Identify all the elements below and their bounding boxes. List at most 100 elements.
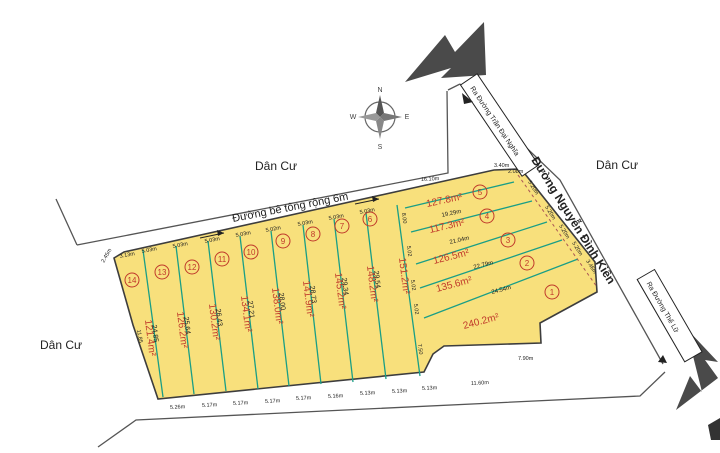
lot-8-number: 8 <box>311 230 316 239</box>
road-direction-arrow-top <box>405 22 486 82</box>
lot-11-circle <box>214 251 230 267</box>
lot-13-depth: 25.64 <box>182 316 191 334</box>
compass-rose-icon: N S E W <box>350 87 410 151</box>
dim-inner-1: 5.02 <box>405 246 412 257</box>
lot-8-depth: 29.34 <box>340 277 349 295</box>
compass-s-label: S <box>378 144 383 151</box>
lot-4-depth: 21.04m <box>449 236 470 246</box>
lot-11-number: 11 <box>218 255 227 264</box>
divider-11 <box>410 200 533 233</box>
parcel-area <box>113 168 598 400</box>
concrete-road-left-end <box>55 198 78 246</box>
lot-5-depth: 19.29m <box>441 209 462 219</box>
compass-south <box>376 117 384 139</box>
lot-13-circle <box>154 264 170 280</box>
dim-inner-bottom: 7.50 <box>416 344 423 355</box>
lot-2-circle <box>519 255 535 271</box>
lot-6-circle <box>362 211 378 227</box>
lot-3-depth: 22.79m <box>473 260 494 271</box>
dim-lot6-front: 8.00 <box>400 213 407 224</box>
dim-bottom-8: 5.13m <box>392 388 408 395</box>
lot-2-depth: 24.54m <box>491 285 512 296</box>
lot-10-number: 10 <box>247 248 256 257</box>
dim-left-corner: 2.45m <box>101 247 114 264</box>
arrow-head-1 <box>217 230 224 236</box>
residential-label-left: Dân Cư <box>40 338 82 352</box>
divider-3 <box>207 240 227 392</box>
divider-10 <box>404 181 515 209</box>
lot-11-depth: 27.21 <box>246 300 255 318</box>
dim-bottom-4: 5.17m <box>265 398 281 405</box>
road-box-top-arrow <box>462 93 473 104</box>
dim-top-7: 5.03m <box>297 219 314 228</box>
dim-corner-a: 3.40m <box>494 163 510 169</box>
lot-4-circle <box>479 208 495 224</box>
lot-9-depth: 28.73 <box>308 285 317 303</box>
compass-east <box>380 113 402 121</box>
lot-7-depth: 29.54 <box>372 270 381 288</box>
lot-10-circle <box>243 244 259 260</box>
lot-7-number: 7 <box>340 222 345 231</box>
lot-13-number: 13 <box>158 268 167 277</box>
dim-bottom-7: 5.13m <box>360 390 376 397</box>
divider-12 <box>415 221 548 265</box>
lot-9-area: 141.9m² <box>300 280 315 318</box>
dim-top-8: 5.03m <box>328 213 345 222</box>
compass-n-label: N <box>377 87 382 94</box>
compass-west <box>358 113 380 121</box>
lot-1-circle <box>544 284 560 300</box>
dim-inner-2: 5.02 <box>409 280 416 291</box>
lot-9-number: 9 <box>281 237 286 246</box>
dim-top-2: 5.03m <box>141 246 158 255</box>
divider-6 <box>302 224 322 385</box>
lot-10-depth: 28.00 <box>277 292 286 310</box>
dim-corner-b: 2.08m <box>508 169 524 175</box>
lot-14-circle <box>124 272 140 288</box>
road-box-top: Ra Đường Trần Đại Nghĩa <box>459 73 540 177</box>
dim-top-edge: 16.10m <box>421 176 440 183</box>
lot-12-circle <box>184 259 200 275</box>
lot-1-number: 1 <box>550 288 555 297</box>
lots-left-group: 14 121.4m² 24.85 13 126.2m² 25.64 12 130… <box>124 211 411 357</box>
dim-inner-3: 5.02 <box>412 304 419 315</box>
dim-bottom-5: 5.17m <box>296 395 312 402</box>
bottom-dimensions: 5.26m 5.17m 5.17m 5.17m 5.17m 5.16m 5.13… <box>170 356 534 411</box>
dim-top-3: 5.03m <box>172 241 189 250</box>
lot-3-number: 3 <box>506 236 511 245</box>
lot-4-number: 4 <box>485 212 490 221</box>
dim-top-9: 5.03m <box>359 207 376 216</box>
lot-14-number: 14 <box>128 276 137 285</box>
lot-11-area: 134.1m² <box>238 295 253 333</box>
corner-mark-icon <box>708 418 720 440</box>
top-dimensions: 3.13m 5.03m 5.03m 5.03m 5.03m 5.02m 5.03… <box>101 163 524 355</box>
lot-9-circle <box>275 233 291 249</box>
road-box-top-rect <box>459 73 540 177</box>
dim-bottom-9: 5.13m <box>422 385 438 392</box>
plot-bottom-road-outline <box>97 371 666 448</box>
lot-7-circle <box>334 218 350 234</box>
lot-2-number: 2 <box>525 259 530 268</box>
divider-9 <box>396 204 421 377</box>
dim-bottom-1: 5.26m <box>170 404 186 411</box>
dim-left-side: 11.85 <box>135 329 143 343</box>
lot-5-circle <box>472 184 488 200</box>
lot-dividers <box>142 181 579 398</box>
dim-top-5: 5.03m <box>235 230 252 239</box>
lot-5-number: 5 <box>478 188 483 197</box>
lot-7-area: 148.2m² <box>364 265 379 303</box>
residential-label-top: Dân Cư <box>255 159 297 173</box>
divider-4 <box>239 235 259 390</box>
lot-13-area: 126.2m² <box>174 311 189 349</box>
dim-top-1: 3.13m <box>119 251 136 260</box>
lot-3-circle <box>500 232 516 248</box>
divider-8 <box>365 212 387 380</box>
divider-1 <box>142 249 164 398</box>
divider-13 <box>419 239 563 289</box>
lot-14-area: 121.4m² <box>142 319 157 357</box>
setback-dashed-line <box>517 174 598 288</box>
lot-8-circle <box>305 226 321 242</box>
lot-12-number: 12 <box>188 263 197 272</box>
dim-bottom-10: 11.60m <box>471 380 490 387</box>
